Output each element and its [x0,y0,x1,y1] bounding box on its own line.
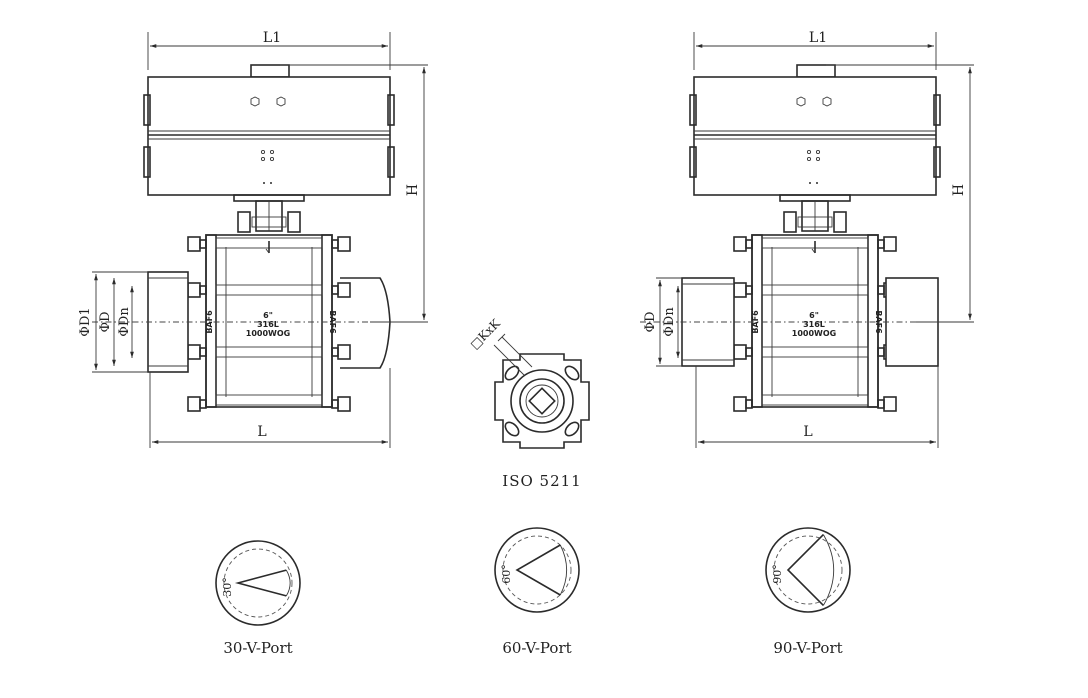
right-view: L1 H L ΦD ΦDn 6" 316L 1000WOG BAF6 BAF6 [640,30,974,448]
left-view: L1 H L ΦD1 ΦD ΦDn 6" 316L 1000WOG BAF6 B… [78,30,428,448]
dia-d-right: ΦD [643,311,658,332]
v-opening-arc [823,534,835,606]
v-opening-shape [786,534,824,606]
v-port-2: 60° 60-V-Port [494,527,580,657]
port-inner-circle [773,535,843,605]
flange-mark-right-a: BAF6 [751,310,760,334]
dim-l-left: L [257,424,266,440]
v-port-group: 30° 30-V-Port 60° 60-V-Port 90° 90-V-Port [215,527,851,657]
v-opening-shape [515,544,561,596]
dia-dn-right: ΦDn [662,307,677,337]
port-outer-circle [765,527,851,613]
iso-caption: ISO 5211 [502,472,581,490]
dim-h-right: H [951,184,967,196]
dim-l-right: L [803,424,812,440]
dia-d1-left: ΦD1 [78,307,93,336]
dia-dn-left: ΦDn [117,307,132,337]
flange-mark-left-b: BAF6 [328,310,337,334]
port-caption: 30-V-Port [223,639,292,657]
dim-l1-left: L1 [263,30,281,46]
dia-d-left: ΦD [98,311,113,332]
port-angle-label: 60° [500,564,513,584]
v-opening-shape [234,569,287,597]
flange-mark-left-a: BAF6 [205,310,214,334]
iso-5211-flange: □KxK ISO 5211 [467,316,590,490]
body-mark-pressure-right: 1000WOG [792,329,836,338]
body-mark-pressure-left: 1000WOG [246,329,290,338]
port-inner-circle [502,535,572,605]
v-port-1: 30° 30-V-Port [215,540,301,657]
iso-key-label: □KxK [467,316,503,352]
port-outer-circle [494,527,580,613]
v-opening-arc [559,544,568,596]
dim-l1-right: L1 [809,30,827,46]
right-end-connection [340,277,391,369]
v-port-3: 90° 90-V-Port [765,527,851,657]
flange-mark-right-b: BAF6 [874,310,883,334]
body-mark-size-right: 6" [809,311,819,320]
body-mark-material-left: 316L [257,320,279,329]
port-outer-circle [215,540,301,626]
body-mark-material-right: 316L [803,320,825,329]
port-inner-circle [223,548,293,618]
port-angle-label: 30° [221,577,234,597]
port-caption: 60-V-Port [502,639,571,657]
v-opening-arc [285,569,291,597]
body-mark-size-left: 6" [263,311,273,320]
port-caption: 90-V-Port [773,639,842,657]
port-angle-label: 90° [771,564,784,584]
dim-h-left: H [405,184,421,196]
